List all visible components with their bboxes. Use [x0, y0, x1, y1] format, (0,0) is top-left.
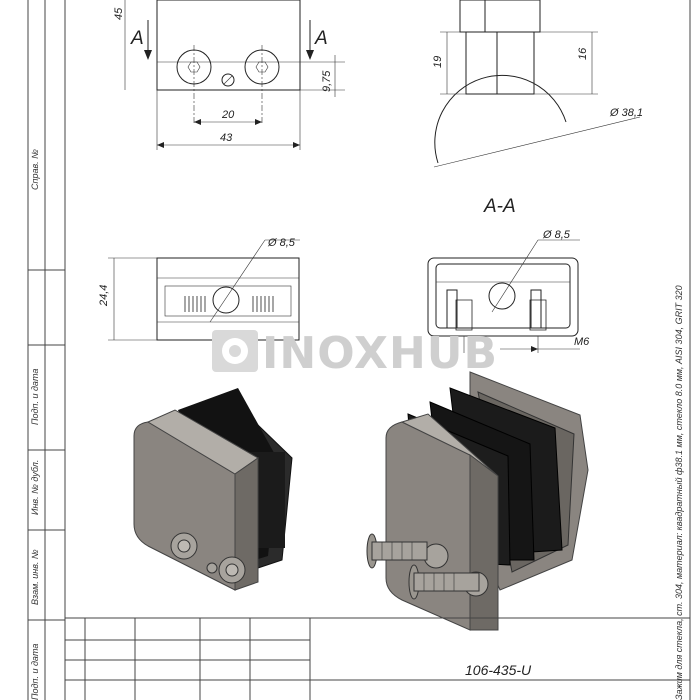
clamp-render-right [366, 371, 589, 631]
front-dim-height: 24,4 [98, 285, 110, 307]
sheet-frame [27, 0, 691, 700]
doc-number: 106-435-U [465, 662, 532, 678]
screw-upper [366, 533, 428, 569]
section-mark-right: A [314, 28, 328, 49]
dim-height-45: 45 [113, 7, 125, 20]
margin-label-ref-no: Справ. № [30, 149, 40, 190]
dim-hole-spacing-20: 20 [221, 109, 235, 121]
dim-offset-975: 9,75 [321, 70, 333, 92]
margin-label-replace-inv: Взам. инв. № [30, 549, 40, 605]
margin-label-sign-date-1: Подп. и дата [30, 369, 40, 425]
dim-16: 16 [577, 47, 589, 60]
margin-label-inv-dup: Инв. № дубл. [30, 460, 40, 515]
front-view: Ø 8,5 24,4 [98, 237, 300, 341]
right-margin-note: Зажим для стекла, ст. 304, материал: ква… [674, 285, 684, 700]
watermark-text: INOXHUB [262, 328, 498, 379]
left-margin-labels: Справ. № Подп. и дата Инв. № дубл. Взам.… [30, 149, 40, 700]
screw-lower [408, 564, 480, 600]
section-mark-left: A [130, 28, 144, 49]
section-dim-diameter: Ø 8,5 [542, 229, 571, 241]
side-view: 19 16 Ø 38,1 [432, 0, 643, 168]
dim-19: 19 [432, 56, 444, 68]
section-title: A-A [483, 196, 516, 217]
front-dim-diameter: Ø 8,5 [267, 237, 296, 249]
clamp-render-left [133, 388, 293, 591]
watermark: INOXHUB [212, 328, 498, 379]
title-block: 106-435-U [65, 617, 690, 700]
margin-label-sign-date-2: Подп. и дата [30, 644, 40, 700]
section-view: Ø 8,5 M6 [427, 229, 590, 353]
top-view: A A 45 9,75 20 43 [113, 0, 345, 150]
section-dim-thread: M6 [574, 336, 590, 348]
dim-diameter-381: Ø 38,1 [609, 107, 643, 119]
dim-width-43: 43 [220, 132, 233, 144]
